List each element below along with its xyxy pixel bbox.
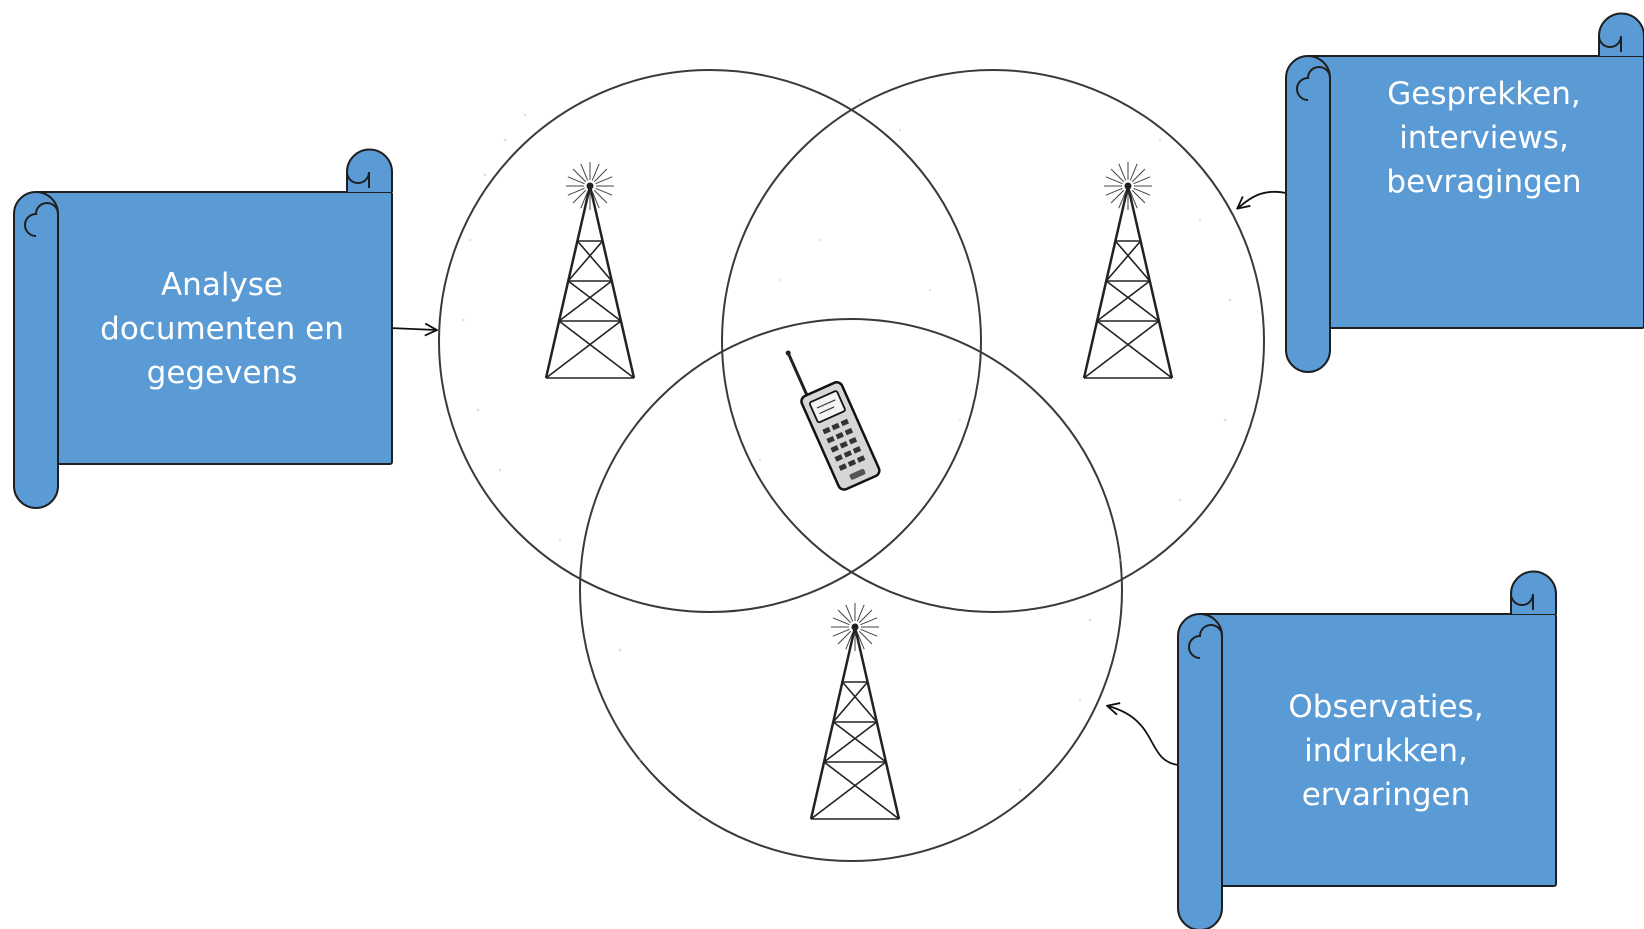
arrow-left-to-circle — [389, 328, 436, 330]
noise-texture — [461, 98, 1232, 822]
radio-tower-icon — [1082, 162, 1174, 379]
scroll-bottom-right-label-line: Observaties, — [1288, 689, 1483, 725]
connector-arrows — [389, 190, 1287, 766]
scroll-left-label: Analyse documenten en gegevens — [100, 267, 344, 391]
arrow-bottom-right-to-circle — [1108, 706, 1179, 766]
scroll-left-label-line: Analyse — [161, 267, 283, 303]
scroll-top-right-label: Gesprekken, interviews, bevragingen — [1386, 76, 1581, 200]
arrow-top-right-to-circle — [1238, 190, 1287, 208]
scroll-banner-left: Analyse documenten en gegevens — [13, 148, 393, 509]
radio-tower-icon — [544, 162, 636, 379]
coverage-circles — [438, 69, 1265, 862]
coverage-circle-bottom — [579, 318, 1123, 862]
scroll-banner-top-right: Gesprekken, interviews, bevragingen — [1285, 12, 1644, 373]
scroll-bottom-right-label: Observaties, indrukken, ervaringen — [1288, 689, 1483, 813]
mobile-phone-icon — [785, 350, 881, 491]
scroll-left-label-line: documenten en — [100, 311, 344, 347]
coverage-circle-left — [438, 69, 982, 613]
scroll-top-right-label-line: bevragingen — [1386, 164, 1581, 200]
scroll-banner-bottom-right: Observaties, indrukken, ervaringen — [1177, 570, 1557, 929]
scroll-left-label-line: gegevens — [147, 355, 298, 391]
radio-tower-icon — [809, 603, 901, 820]
scroll-bottom-right-label-line: ervaringen — [1302, 777, 1471, 813]
scroll-top-right-label-line: Gesprekken, — [1387, 76, 1580, 112]
scroll-bottom-right-label-line: indrukken, — [1304, 733, 1468, 769]
coverage-circle-right — [721, 69, 1265, 613]
scroll-top-right-label-line: interviews, — [1399, 120, 1569, 156]
